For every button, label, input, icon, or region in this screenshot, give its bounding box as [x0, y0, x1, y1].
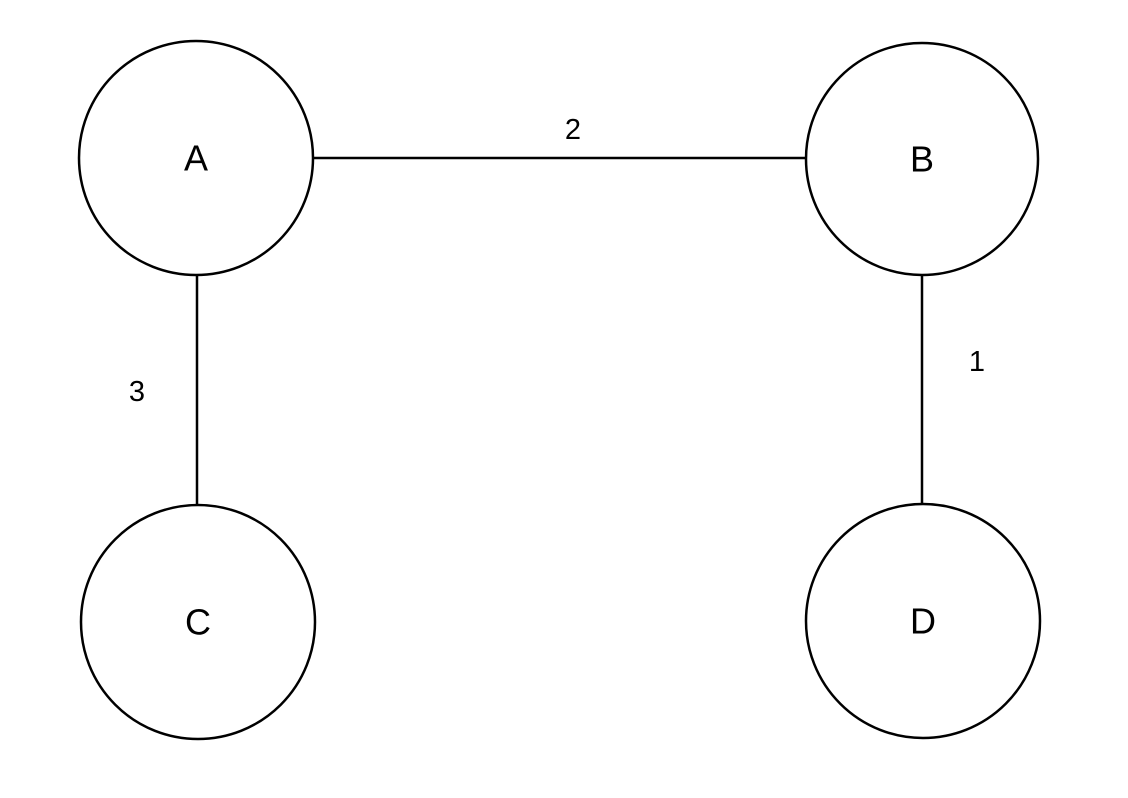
- node-a-label: A: [184, 138, 208, 179]
- node-c-label: C: [185, 602, 211, 643]
- node-b-circle[interactable]: [804, 41, 1040, 277]
- node-labels-group: A B C D: [184, 138, 936, 643]
- node-d-circle[interactable]: [804, 502, 1042, 740]
- edge-a-b-weight-label: 2: [565, 114, 581, 146]
- edge-b-d-weight-label: 1: [969, 346, 985, 378]
- node-d-label: D: [910, 601, 936, 642]
- node-b-label: B: [910, 139, 934, 180]
- edge-weight-labels-group: 2 3 1: [129, 114, 985, 408]
- nodes-group: [77, 39, 1042, 741]
- edges-group: [195, 156, 924, 505]
- node-a-circle[interactable]: [77, 39, 315, 277]
- edge-a-c-weight-label: 3: [129, 376, 145, 408]
- node-c-circle[interactable]: [79, 503, 317, 741]
